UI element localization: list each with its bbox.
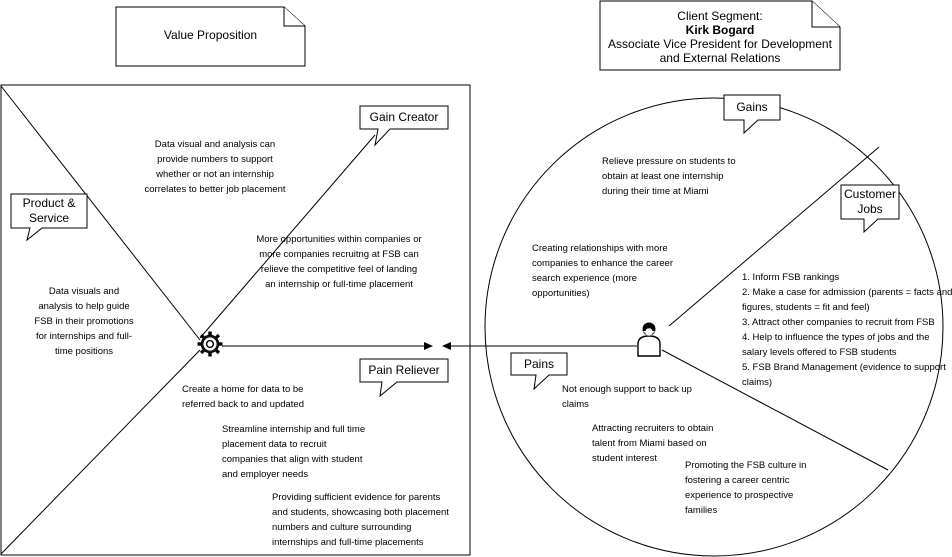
divider-lower — [661, 349, 889, 471]
text-line: Data visual and analysis can — [154, 139, 276, 150]
text-line: analysis to help guide — [38, 301, 130, 312]
text-line: more companies recruitng at FSB can — [259, 249, 419, 260]
client-name: Kirk Bogard — [685, 23, 755, 37]
text-line: Data visuals and — [48, 286, 120, 297]
text-line: whether or not an internship — [156, 169, 274, 180]
text-line: talent from Miami based on — [592, 438, 707, 449]
text-line: 3. Attract other companies to recruit fr… — [742, 317, 935, 328]
product-service-label-line2: Service — [28, 211, 69, 225]
text-line: and employer needs — [222, 469, 309, 480]
text-line: relieve the competitive feel of landing — [260, 264, 418, 275]
text-line: provide numbers to support — [157, 154, 273, 165]
customer-profile-circle — [484, 97, 944, 557]
text-line: Not enough support to back up — [562, 384, 692, 395]
divider-diagonal-top — [0, 85, 201, 341]
pain-reliever-label: Pain Reliever — [368, 363, 440, 377]
client-role-line2: and External Relations — [659, 51, 781, 65]
arrow-left-head — [442, 342, 451, 350]
customer-jobs-label-line2: Jobs — [857, 202, 883, 216]
text-line: time positions — [54, 346, 114, 357]
text-line: salary levels offered to FSB students — [742, 347, 897, 358]
value-proposition-card — [115, 6, 306, 67]
customer-jobs-callout — [840, 184, 900, 234]
value-map-square — [0, 84, 471, 556]
text-line: Streamline internship and full time — [222, 424, 366, 435]
client-segment-card — [599, 0, 841, 71]
text-line: fostering a career centric — [685, 475, 790, 486]
customer-jobs-label-line1: Customer — [843, 187, 896, 201]
pains-label: Pains — [523, 357, 555, 371]
gain-creator-item-1: Data visual and analysis can provide numb… — [120, 137, 310, 197]
arrow-right-head — [424, 342, 433, 350]
divider-diagonal-bottom — [0, 349, 201, 555]
text-line: student interest — [592, 453, 657, 464]
text-line: referred back to and updated — [182, 399, 305, 410]
text-line: families — [685, 505, 718, 516]
client-segment-heading: Client Segment: Kirk Bogard Associate Vi… — [600, 9, 840, 65]
text-line: correlates to better job placement — [144, 184, 286, 195]
pains-item-2: Attracting recruiters to obtain talent fr… — [592, 421, 713, 466]
value-proposition-title: Value Proposition — [163, 28, 258, 42]
text-line: companies that align with student — [222, 454, 363, 465]
gains-label: Gains — [736, 100, 768, 114]
gain-creator-item-2: More opportunities within companies or mo… — [254, 232, 424, 292]
text-line: 4. Help to influence the types of jobs a… — [742, 332, 930, 343]
text-line: 5. FSB Brand Management (evidence to sup… — [742, 362, 946, 373]
client-role-line1: Associate Vice President for Development — [608, 37, 832, 51]
text-line: search experience (more — [532, 273, 638, 284]
gain-creator-label: Gain Creator — [369, 110, 439, 124]
text-line: and students, showcasing both placement — [272, 507, 449, 518]
text-line: Providing sufficient evidence for parent… — [272, 492, 441, 503]
customer-jobs-item-1: 1. Inform FSB rankings 2. Make a case for… — [742, 270, 952, 390]
text-line: Create a home for data to be — [182, 384, 304, 395]
pains-callout — [510, 352, 568, 391]
text-line: claims — [562, 399, 589, 410]
divider-upper — [668, 146, 880, 327]
text-line: FSB in their promotions — [34, 316, 134, 327]
pain-reliever-item-1: Create a home for data to be referred bac… — [182, 382, 304, 412]
text-line: experience to prospective — [685, 490, 794, 501]
product-service-label-line1: Product & — [22, 196, 76, 210]
text-line: Creating relationships with more — [532, 243, 668, 254]
text-line: an internship or full-time placement — [265, 279, 413, 290]
gain-creator-callout — [359, 105, 449, 147]
pain-reliever-item-2: Streamline internship and full time place… — [222, 422, 365, 482]
text-line: numbers and culture surrounding — [272, 522, 412, 533]
text-line: 1. Inform FSB rankings — [742, 272, 840, 283]
pains-item-1: Not enough support to back up claims — [562, 382, 692, 412]
pains-item-3: Promoting the FSB culture in fostering a … — [685, 458, 806, 518]
gains-callout — [723, 94, 781, 135]
text-line: internships and full-time placements — [272, 537, 424, 548]
divider-top — [199, 134, 376, 339]
client-segment-title: Client Segment: — [677, 9, 763, 23]
text-line: figures, students = fit and feel) — [742, 302, 870, 313]
text-line: opportunities) — [532, 288, 590, 299]
product-service-label: Product & Service — [11, 196, 87, 226]
gains-item-1: Relieve pressure on students to obtain at… — [602, 154, 736, 199]
customer-jobs-label: Customer Jobs — [841, 187, 899, 217]
text-line: during their time at Miami — [602, 186, 709, 197]
gains-item-2: Creating relationships with more companie… — [532, 241, 673, 301]
text-line: 2. Make a case for admission (parents = … — [742, 287, 952, 298]
text-line: Relieve pressure on students to — [602, 156, 736, 167]
text-line: placement data to recruit — [222, 439, 327, 450]
gear-icon — [197, 331, 223, 357]
text-line: for internships and full- — [35, 331, 133, 342]
text-line: companies to enhance the career — [532, 258, 674, 269]
person-icon — [637, 322, 661, 357]
text-line: More opportunities within companies or — [256, 234, 422, 245]
pain-reliever-item-3: Providing sufficient evidence for parent… — [272, 490, 449, 550]
text-line: obtain at least one internship — [602, 171, 724, 182]
text-line: Promoting the FSB culture in — [685, 460, 807, 471]
text-line: claims) — [742, 377, 773, 388]
product-service-callout — [10, 193, 88, 242]
pain-reliever-callout — [359, 358, 449, 398]
text-line: Attracting recruiters to obtain — [592, 423, 714, 434]
